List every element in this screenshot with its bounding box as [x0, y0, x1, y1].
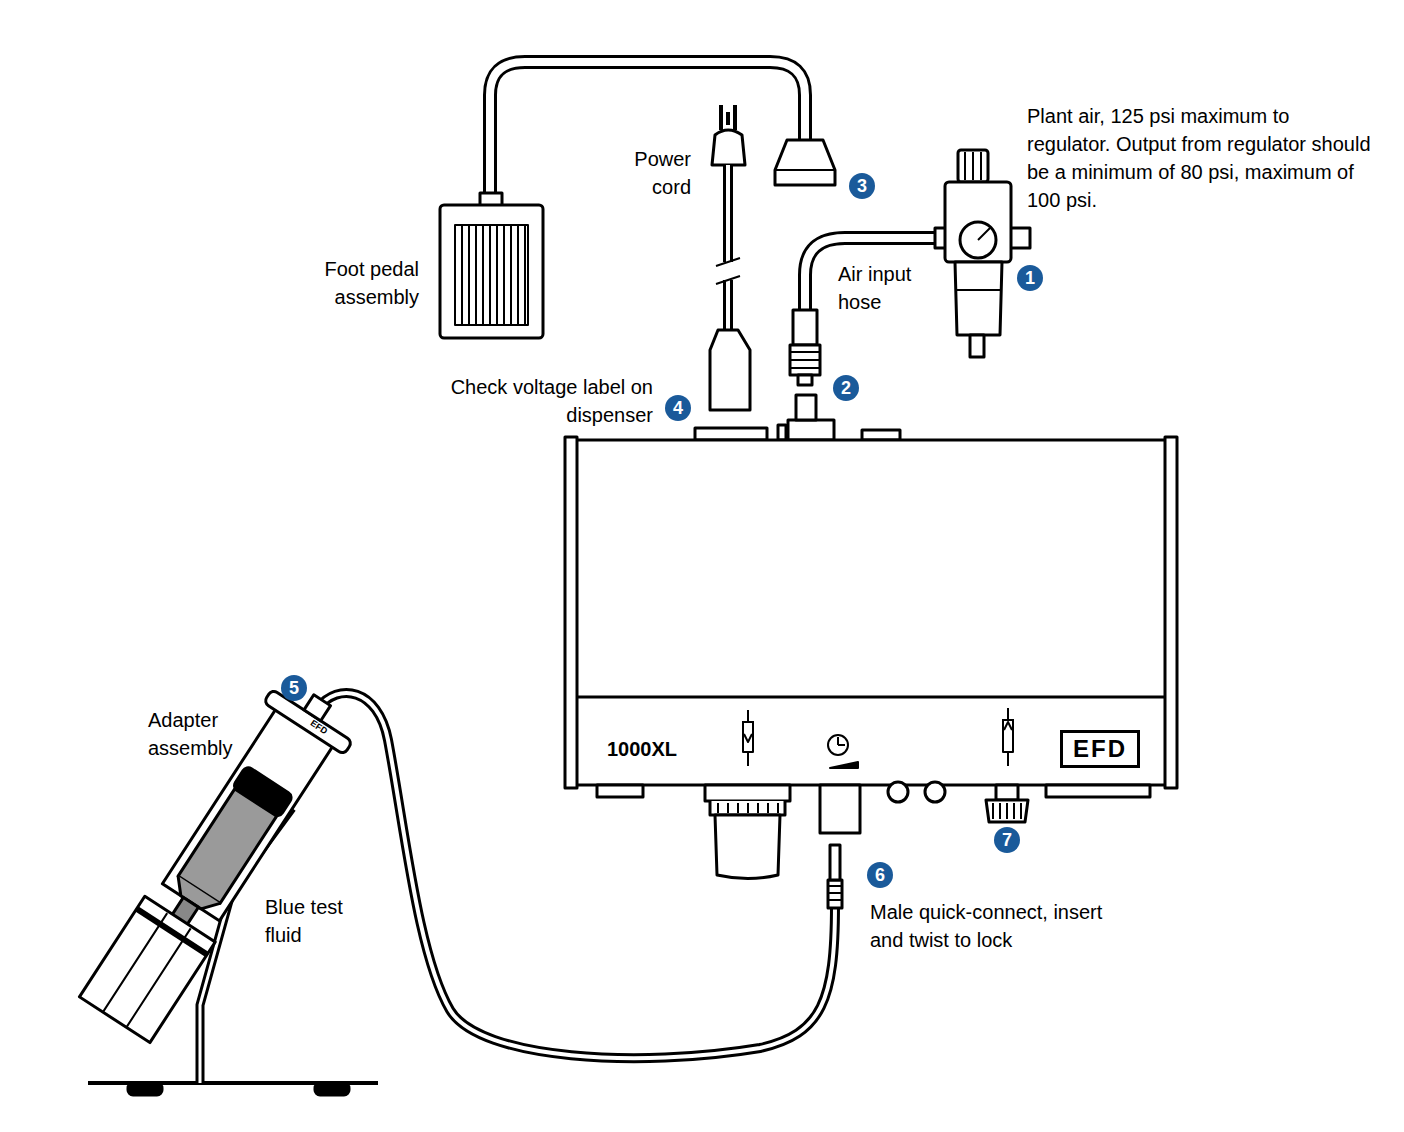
brand-logo: EFD: [1073, 735, 1127, 763]
callout-number: 4: [665, 395, 691, 421]
part-label: Air input hose: [838, 260, 933, 316]
dispenser-housing: 1000XL EFD: [577, 440, 1165, 785]
part-label: Blue test fluid: [265, 893, 365, 949]
part-label: Adapter assembly: [148, 706, 258, 762]
callout-number: 3: [849, 173, 875, 199]
part-label: Plant air, 125 psi maximum to regulator.…: [1027, 102, 1377, 214]
part-label: Check voltage label on dispenser: [433, 373, 653, 429]
part-label: Power cord: [615, 145, 691, 201]
logo-box: EFD: [1060, 730, 1140, 768]
callout-number: 7: [994, 827, 1020, 853]
part-label: Foot pedal assembly: [293, 255, 419, 311]
callout-number: 6: [867, 862, 893, 888]
part-label: Male quick-connect, insert and twist to …: [870, 898, 1115, 954]
model-name: 1000XL: [607, 738, 677, 761]
callout-number: 5: [281, 675, 307, 701]
callout-number: 2: [833, 375, 859, 401]
callout-number: 1: [1017, 265, 1043, 291]
